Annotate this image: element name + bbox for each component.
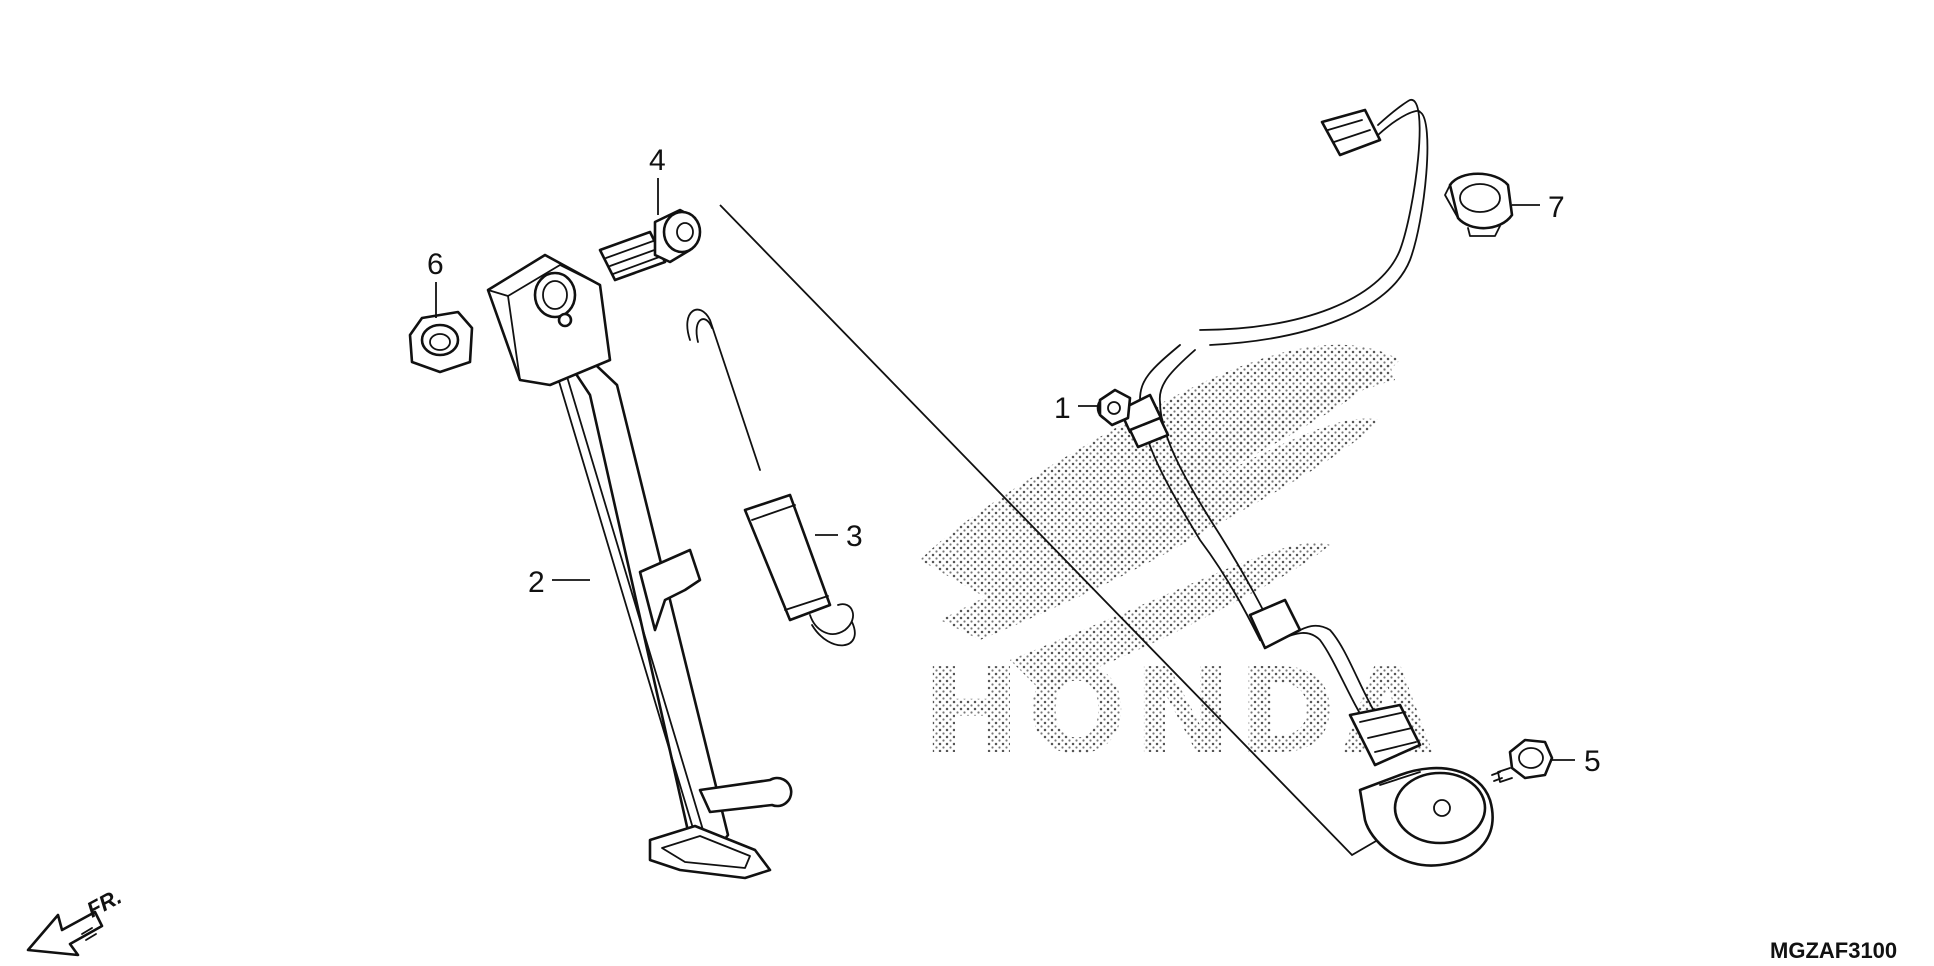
diagram-code: MGZAF3100	[1770, 938, 1897, 963]
front-direction-arrow	[26, 910, 104, 957]
switch-bolt-part	[1491, 738, 1554, 783]
callout-2: 2	[528, 566, 545, 599]
callout-6: 6	[427, 248, 444, 281]
honda-wing-watermark	[920, 344, 1400, 690]
callout-7: 7	[1548, 191, 1565, 224]
nut-part	[408, 310, 474, 374]
harness-clamp-part	[1444, 172, 1514, 237]
callout-4: 4	[649, 144, 666, 177]
side-stand-part	[486, 253, 793, 880]
callout-3: 3	[846, 520, 863, 553]
callout-1: 1	[1054, 392, 1071, 425]
spring-part	[686, 308, 856, 647]
pivot-bolt-part	[598, 208, 702, 282]
honda-watermark-text: HONDA	[922, 642, 1439, 780]
harness-bolt-part	[1098, 388, 1132, 427]
callout-5: 5	[1584, 745, 1601, 778]
